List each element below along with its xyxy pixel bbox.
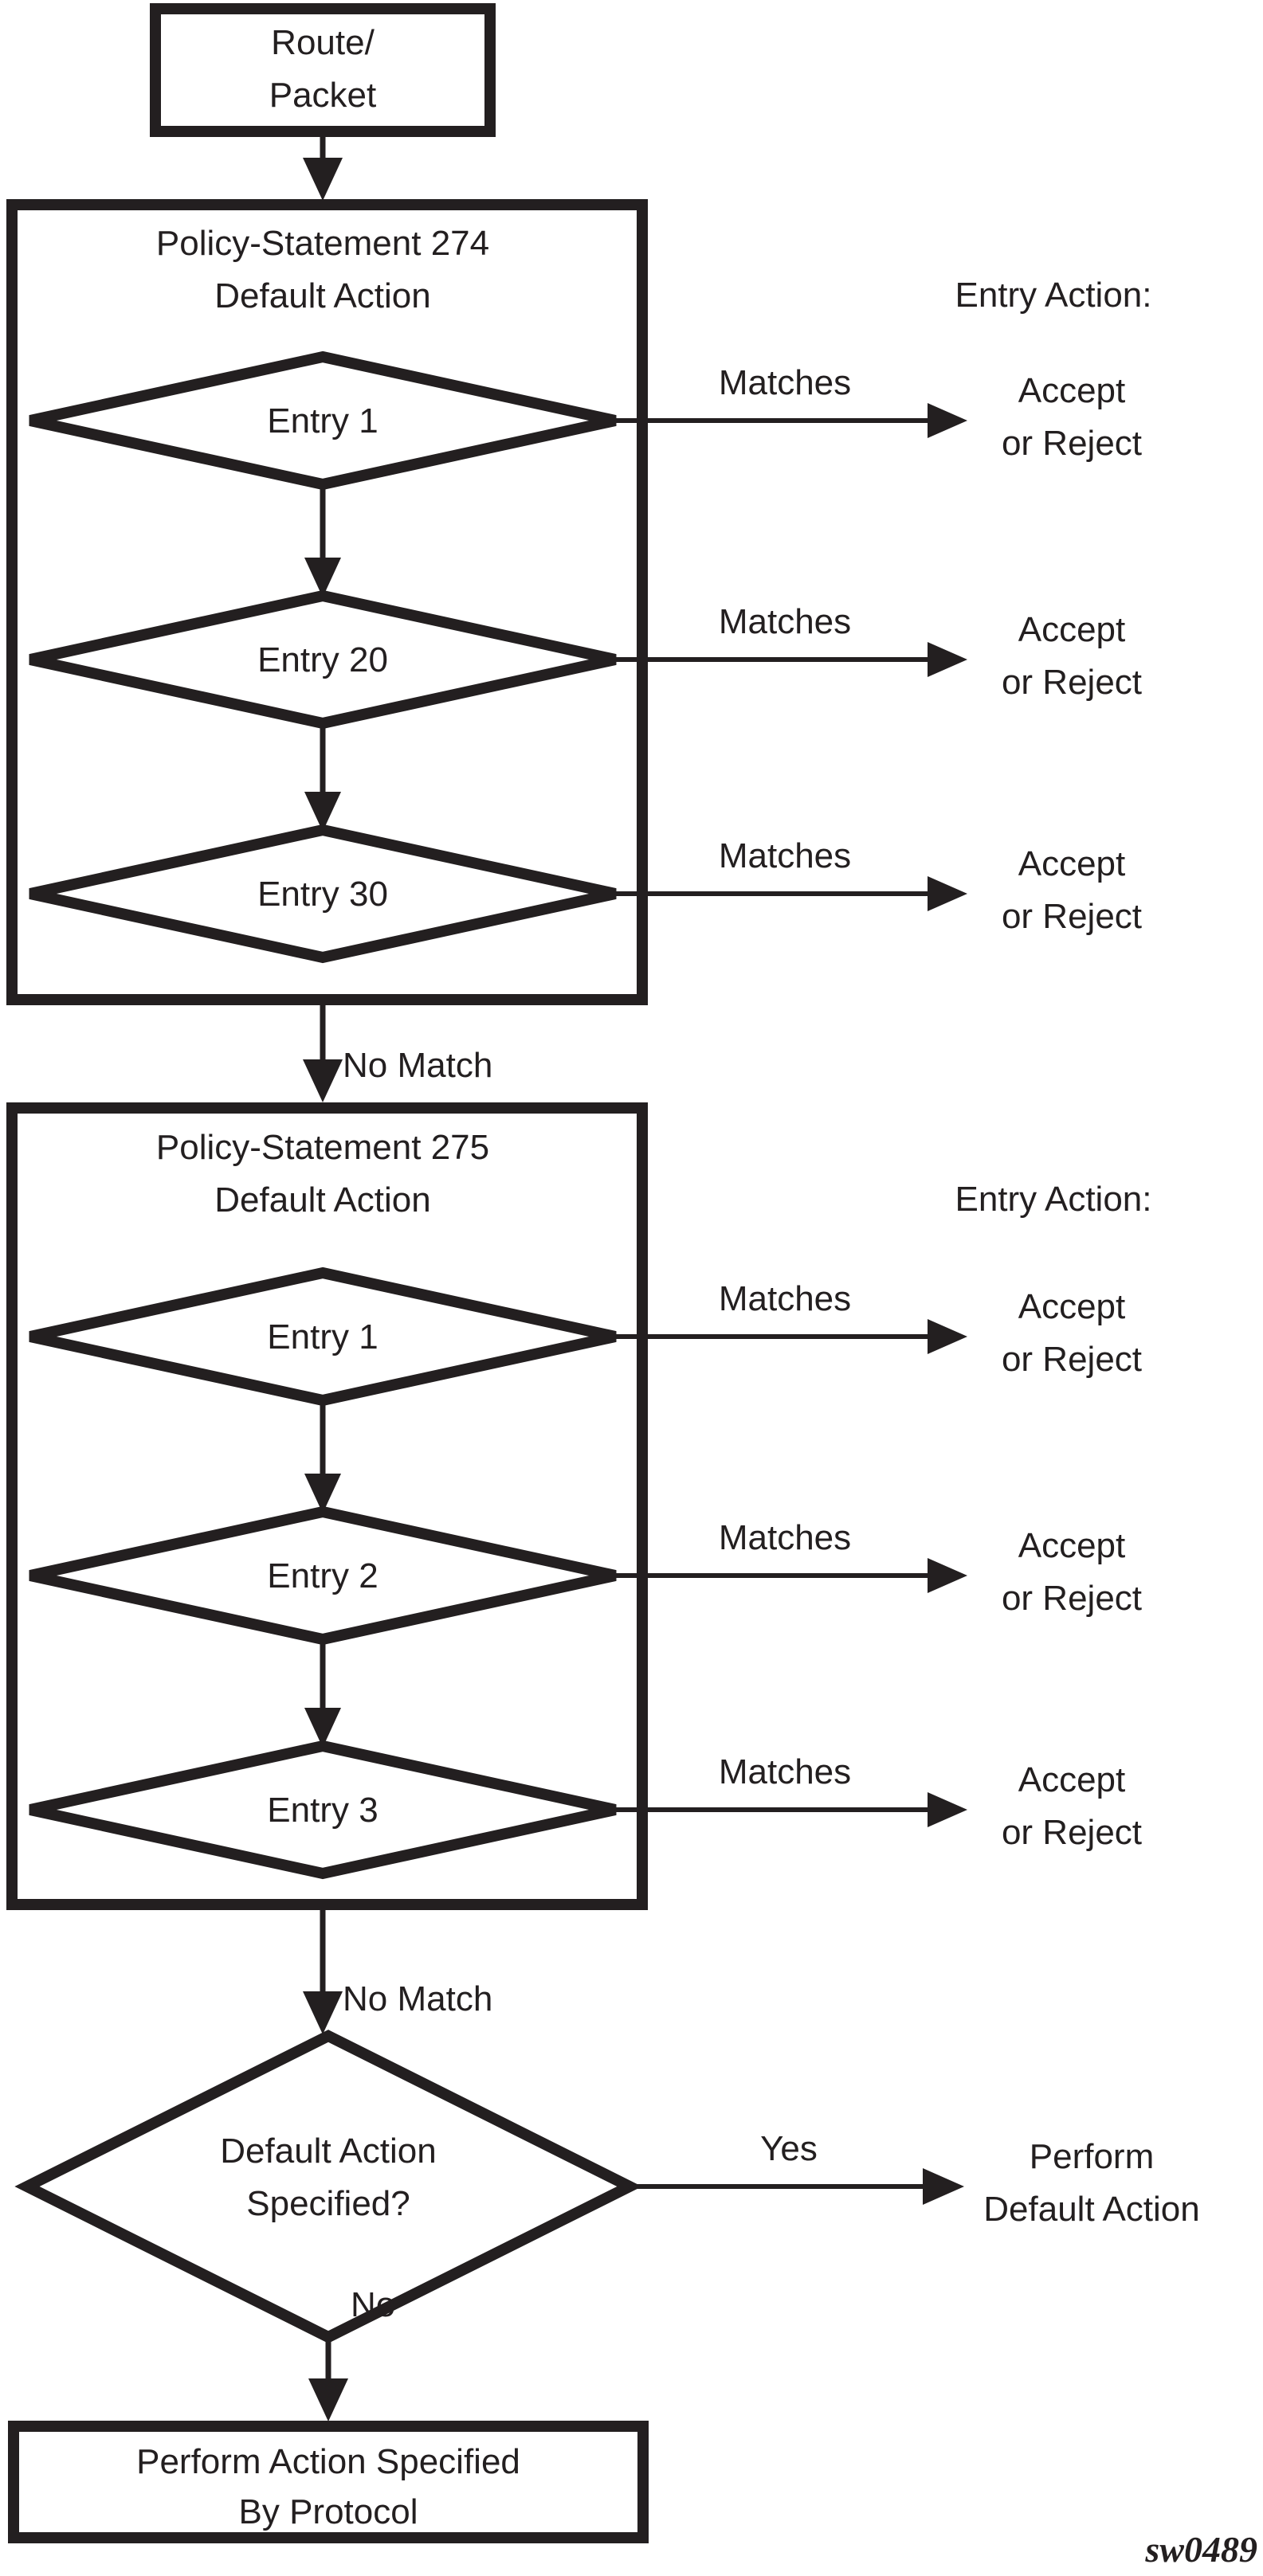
policy-275-entry-0: Entry 1 <box>29 1266 617 1407</box>
policy-block-275-box <box>6 1102 648 1910</box>
policy-274-entry-0-action-line1: Accept <box>1018 371 1126 410</box>
arrow-right-icon <box>928 1792 967 1827</box>
policy-275-entry-2-action-line2: or Reject <box>1002 1813 1142 1852</box>
policy-275-entry-2-diamond <box>29 1740 617 1880</box>
terminal-node-perform-action: Perform Action Specified By Protocol <box>8 2421 649 2543</box>
policy-275-entry-2-branch-label: Matches <box>719 1752 851 1791</box>
policy-274-entry-2-diamond <box>29 824 617 964</box>
connector-policy274-no-match: No Match <box>303 1005 492 1102</box>
arrow-right-icon <box>928 876 967 911</box>
arrow-down-icon <box>303 158 343 201</box>
policy-275-internal-connectors <box>304 1400 341 1748</box>
policy-block-274: Policy-Statement 274 Default Action Entr… <box>6 199 648 1005</box>
policy-275-entry-0-label: Entry 1 <box>267 1317 378 1357</box>
policy-274-entry-2-action-line2: or Reject <box>1002 897 1142 936</box>
arrow-down-icon <box>303 1991 343 2034</box>
policy-274-entry-1-action-line2: or Reject <box>1002 663 1142 702</box>
decision-yes-label: Yes <box>760 2129 818 2168</box>
policy-274-entry-1-label: Entry 20 <box>257 640 388 679</box>
policy-275-entry-2: Entry 3 <box>29 1740 617 1880</box>
policy-275-entry-1-branch-label: Matches <box>719 1518 851 1557</box>
policy-275-entry-2-label: Entry 3 <box>267 1791 378 1830</box>
policy-275-match-branch-0: Matches Accept or Reject <box>615 1279 1142 1379</box>
start-node-box <box>150 3 496 137</box>
policy-274-entry-0-branch-label: Matches <box>719 363 851 402</box>
decision-yes-branch: Yes Perform Default Action <box>630 2129 1200 2229</box>
decision-yes-target-line2: Default Action <box>983 2190 1200 2229</box>
arrow-right-icon <box>928 642 967 677</box>
policy-275-match-branch-2: Matches Accept or Reject <box>615 1752 1142 1852</box>
policy-274-entry-2: Entry 30 <box>29 824 617 964</box>
policy-274-entry-0-label: Entry 1 <box>267 401 378 440</box>
policy-274-match-branch-0: Matches Accept or Reject <box>615 363 1142 463</box>
policy-block-275-header-line1: Policy-Statement 275 <box>156 1128 489 1167</box>
policy-274-match-branch-2: Matches Accept or Reject <box>615 836 1142 936</box>
policy-274-entry-0: Entry 1 <box>29 350 617 491</box>
decision-yes-target-line1: Perform <box>1030 2137 1154 2176</box>
policy-274-entry-2-label: Entry 30 <box>257 875 388 914</box>
policy-274-exit-label: No Match <box>343 1046 492 1085</box>
decision-default-action-specified: Default Action Specified? <box>14 2030 642 2343</box>
policy-274-entry-0-action-line2: or Reject <box>1002 424 1142 463</box>
terminal-node-line2: By Protocol <box>239 2492 418 2531</box>
policy-274-internal-connectors <box>304 484 341 832</box>
arrow-right-icon <box>928 403 967 438</box>
terminal-node-box <box>8 2421 649 2543</box>
figure-watermark: sw0489 <box>1144 2529 1257 2570</box>
policy-274-entry-1-action-line1: Accept <box>1018 610 1126 649</box>
arrow-right-icon <box>928 1558 967 1593</box>
decision-no-label: No <box>351 2285 395 2324</box>
arrow-down-icon <box>303 1059 343 1102</box>
arrow-down-icon <box>308 2378 348 2421</box>
arrow-down-icon <box>304 1474 341 1513</box>
start-node-line1: Route/ <box>271 23 375 62</box>
policy-274-entry-1-branch-label: Matches <box>719 602 851 641</box>
policy-275-match-branch-1: Matches Accept or Reject <box>615 1518 1142 1618</box>
policy-block-274-box <box>6 199 648 1005</box>
policy-275-entry-1-action-line1: Accept <box>1018 1526 1126 1565</box>
decision-line2: Specified? <box>246 2184 410 2223</box>
entry-action-header-274: Entry Action: <box>955 276 1151 315</box>
policy-275-entry-1-action-line2: or Reject <box>1002 1579 1142 1618</box>
policy-274-match-branch-1: Matches Accept or Reject <box>615 602 1142 702</box>
policy-274-entry-1: Entry 20 <box>29 589 617 730</box>
connector-policy275-no-match: No Match <box>303 1910 492 2034</box>
start-node-route-packet: Route/ Packet <box>150 3 496 137</box>
policy-block-275-header-line2: Default Action <box>214 1180 431 1219</box>
policy-275-entry-1: Entry 2 <box>29 1505 617 1646</box>
policy-block-274-header-line1: Policy-Statement 274 <box>156 224 489 263</box>
policy-block-275: Policy-Statement 275 Default Action Entr… <box>6 1102 648 1910</box>
decision-no-branch: No <box>308 2285 395 2421</box>
connector-start-to-policy-274 <box>303 134 343 201</box>
policy-275-entry-0-action-line1: Accept <box>1018 1287 1126 1326</box>
arrow-down-icon <box>304 1708 341 1748</box>
policy-block-274-header-line2: Default Action <box>214 276 431 315</box>
arrow-down-icon <box>304 792 341 832</box>
terminal-node-line1: Perform Action Specified <box>136 2442 520 2481</box>
arrow-right-icon <box>923 2168 964 2205</box>
policy-275-entry-0-branch-label: Matches <box>719 1279 851 1318</box>
decision-line1: Default Action <box>220 2132 437 2171</box>
start-node-line2: Packet <box>269 76 377 115</box>
policy-275-entry-0-action-line2: or Reject <box>1002 1340 1142 1379</box>
policy-274-entry-2-branch-label: Matches <box>719 836 851 875</box>
entry-action-header-275: Entry Action: <box>955 1180 1151 1219</box>
policy-275-exit-label: No Match <box>343 1979 492 2018</box>
arrow-down-icon <box>304 558 341 597</box>
arrow-right-icon <box>928 1319 967 1354</box>
policy-275-entry-2-action-line1: Accept <box>1018 1760 1126 1799</box>
policy-274-entry-2-action-line1: Accept <box>1018 844 1126 883</box>
policy-275-entry-1-label: Entry 2 <box>267 1556 378 1595</box>
